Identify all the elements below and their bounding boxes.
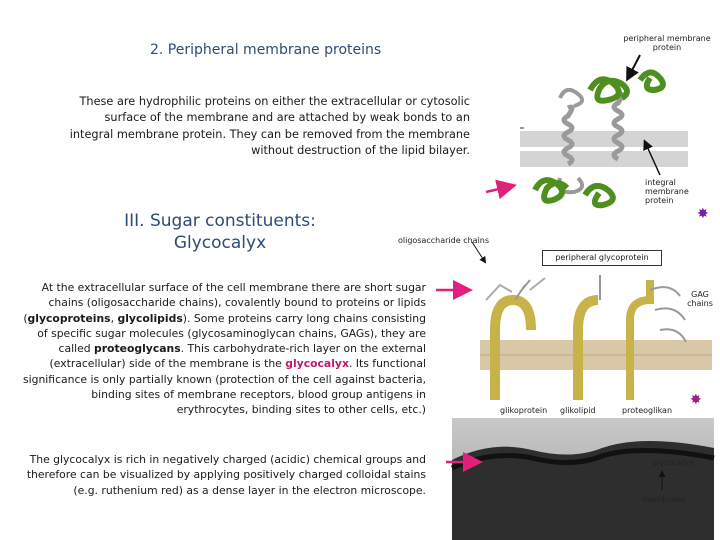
label-proteoglikan: proteoglikan [622, 406, 673, 415]
text-span: . This carbohydrate-rich layer on the ex… [49, 342, 426, 371]
glycocalyx-paragraph: At the extracellular surface of the cell… [20, 280, 426, 418]
text-span: . Its functional significance is only pa… [22, 357, 426, 417]
heading-peripheral-proteins: 2. Peripheral membrane proteins [150, 42, 382, 58]
svg-text:✸: ✸ [690, 392, 702, 408]
heading-sugar-constituents: III. Sugar constituents: Glycocalyx [124, 211, 316, 253]
label-glikoprotein: glikoprotein [500, 406, 548, 415]
text-span: At the extracellular surface of the cell… [23, 281, 426, 325]
label-membrane: membrane [642, 495, 686, 504]
term-glycoproteins: glycoproteins [27, 311, 111, 325]
label-oligosaccharide-chains: oligosaccharide chains [398, 236, 490, 245]
term-glycocalyx: glycocalyx [285, 357, 349, 371]
term-proteoglycans: proteoglycans [94, 342, 181, 356]
label-glikolipid: glikolipid [560, 406, 596, 415]
label-peripheral-membrane-protein: peripheral membrane protein [623, 34, 711, 52]
glycocalyx-diagram [480, 275, 712, 400]
staining-paragraph: The glycocalyx is rich in negatively cha… [26, 453, 426, 497]
label-integral-membrane-protein: integral membrane protein [645, 178, 689, 205]
label-gag-chains: GAG chains [687, 290, 713, 308]
label-glycocalyx: glycocalyx [652, 458, 695, 467]
peripheral-proteins-text: These are hydrophilic proteins on either… [69, 95, 470, 157]
label-peripheral-glycoprotein: peripheral glycoprotein [542, 250, 662, 266]
term-glycolipids: glycolipids [117, 311, 183, 325]
text-span: ). Some proteins carry long chains consi… [37, 311, 426, 356]
svg-text:✸: ✸ [697, 206, 709, 222]
text-span: , [110, 311, 118, 325]
